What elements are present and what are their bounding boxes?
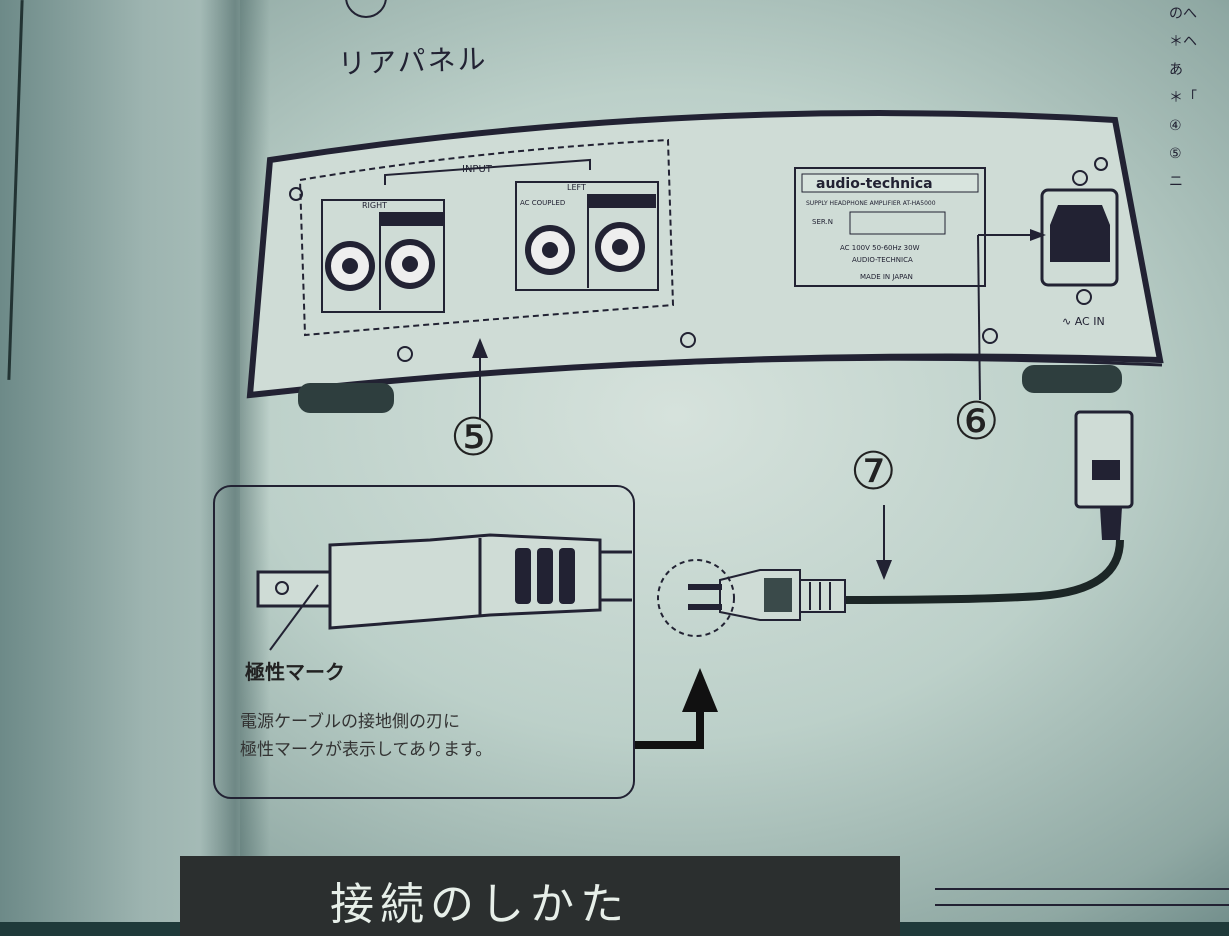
big-arrow-to-plug — [633, 710, 704, 749]
margin-fragment: ニ — [1169, 174, 1183, 190]
description-line-2: 極性マークが表示してあります。 — [240, 740, 493, 760]
heading-rule-lines — [935, 888, 1229, 906]
callout-6-line — [977, 234, 981, 401]
margin-fragment: ＊ヘ — [1169, 34, 1197, 50]
screw-icon — [1072, 170, 1088, 186]
screw-icon — [1094, 157, 1108, 171]
right-label: RIGHT — [362, 201, 387, 210]
callout-number-7: ⑦ — [850, 442, 897, 502]
power-spec: AC 100V 50-60Hz 30W — [840, 244, 920, 252]
model-line: SUPPLY HEADPHONE AMPLIFIER AT-HA5000 — [806, 200, 936, 207]
right-dc-label-block — [380, 212, 444, 226]
ac-in-label: ∿ AC IN — [1062, 315, 1105, 328]
serial-box — [849, 211, 946, 235]
margin-fragment: ＊「 — [1169, 90, 1197, 106]
maker-name: AUDIO-TECHNICA — [852, 256, 913, 264]
input-dashed-area — [298, 138, 675, 337]
screw-icon — [397, 346, 413, 362]
ac-inlet — [1040, 188, 1119, 287]
left-dc-label-block — [588, 194, 656, 208]
polarity-pointer — [269, 584, 319, 651]
right-jack-panel — [321, 199, 445, 313]
right-margin-text: のへ ＊ヘ あ ＊「 ④ ⑤ ニ — [1163, 0, 1229, 260]
connection-heading: 接続のしかた — [330, 879, 630, 930]
left-label: LEFT — [567, 183, 586, 192]
input-bracket — [384, 158, 591, 185]
rating-plate — [794, 167, 986, 287]
enlarged-plug-body — [328, 533, 602, 630]
brand-name: audio-technica — [816, 176, 933, 192]
book-gutter — [200, 0, 270, 922]
brand-strip — [801, 173, 979, 193]
plug-highlight-circle — [657, 559, 735, 637]
enlarged-plug-blade — [256, 570, 340, 608]
screw-icon — [982, 328, 998, 344]
margin-fragment: あ — [1169, 62, 1183, 78]
input-label: INPUT — [462, 164, 493, 175]
ac-inlet-socket — [1050, 205, 1110, 262]
margin-fragment: のへ — [1169, 6, 1197, 22]
device-front-edge — [261, 357, 1163, 397]
screw-icon — [1076, 289, 1092, 305]
device-body — [246, 110, 1164, 399]
made-in-label: MADE IN JAPAN — [860, 273, 913, 281]
polarity-callout-box — [213, 485, 635, 799]
power-cord — [844, 539, 1124, 604]
callout-number-5: ⑤ — [450, 408, 497, 468]
serial-label: SER.N — [812, 218, 833, 226]
left-jack-panel — [515, 181, 659, 291]
screw-icon — [289, 187, 303, 201]
screw-icon — [680, 332, 696, 348]
polarity-description: 電源ケーブルの接地側の刃に 極性マークが表示してあります。 — [240, 708, 492, 764]
left-page — [0, 0, 240, 922]
iec-plug — [1074, 410, 1134, 509]
right-foot — [1022, 365, 1122, 393]
polarity-mark-label: 極性マーク — [245, 660, 345, 684]
left-ac-coupled-label: AC COUPLED — [520, 199, 565, 207]
callout-number-6: ⑥ — [953, 392, 1000, 452]
margin-fragment: ⑤ — [1169, 146, 1182, 162]
margin-fragment: ④ — [1169, 118, 1182, 134]
description-line-1: 電源ケーブルの接地側の刃に — [240, 712, 460, 732]
left-foot — [298, 383, 394, 413]
